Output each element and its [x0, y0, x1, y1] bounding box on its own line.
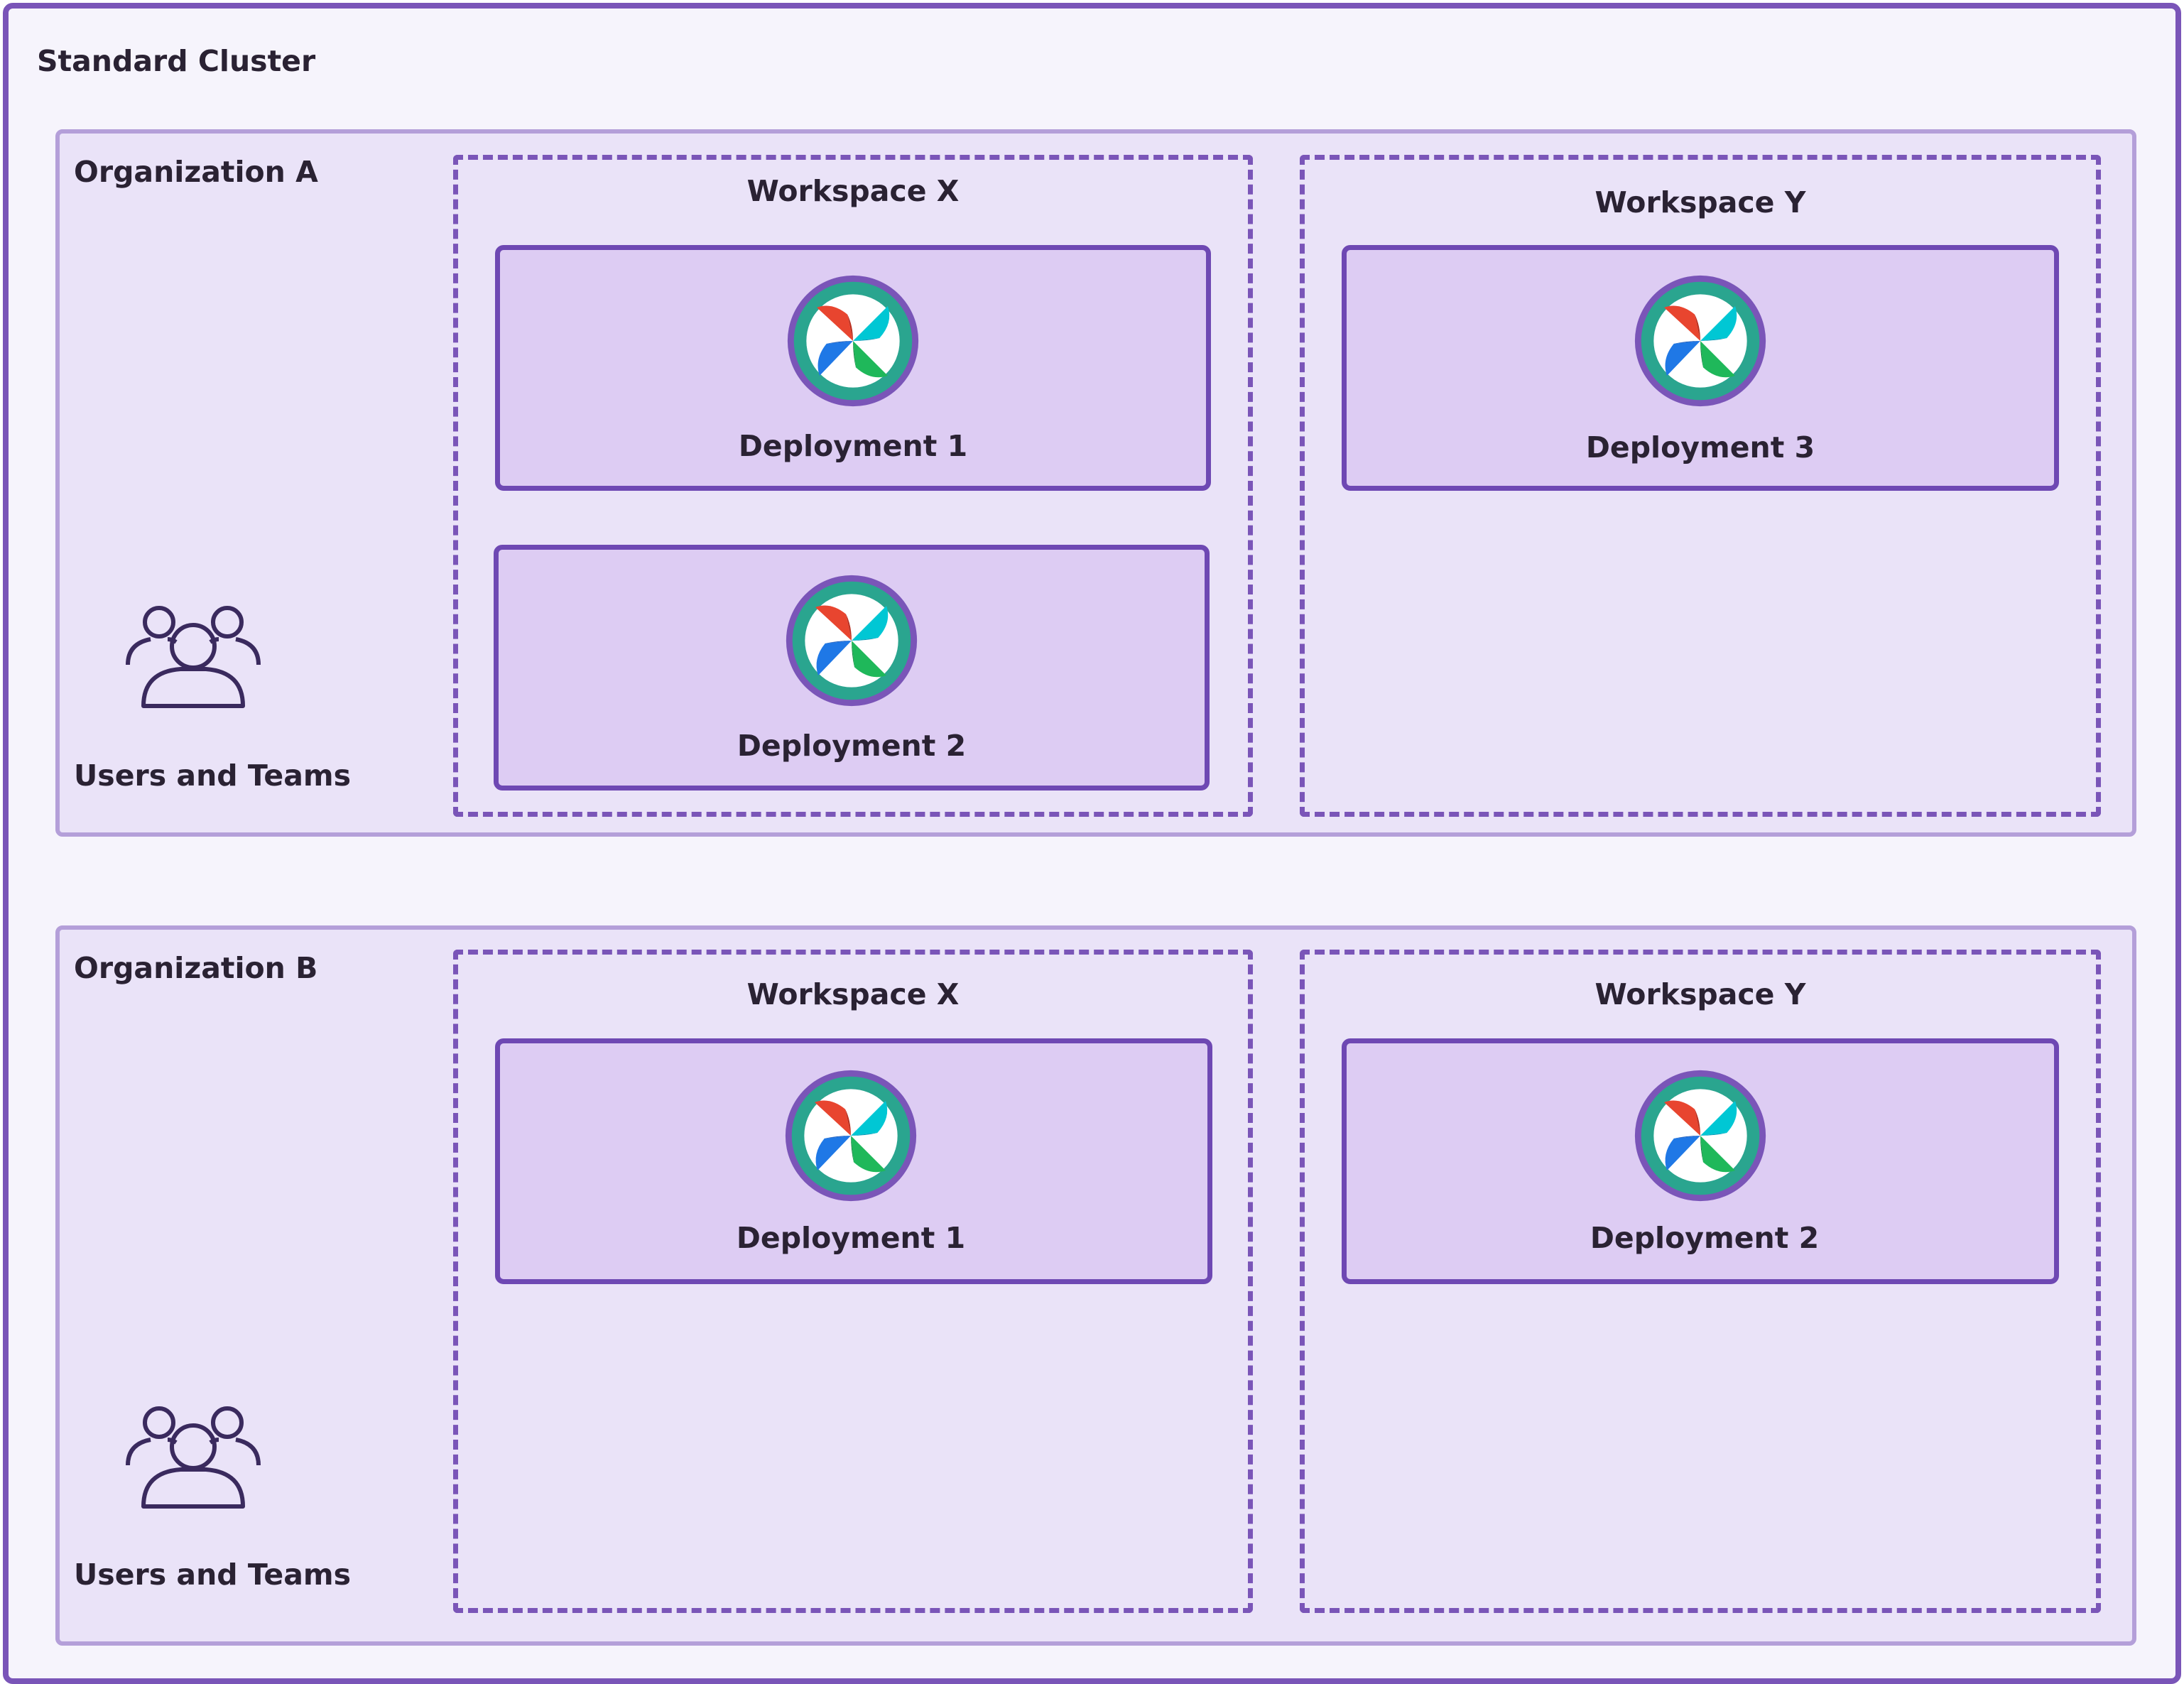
organization-b-container: Organization B Users and Teams Workspace… — [55, 925, 2136, 1646]
users-and-teams-label: Users and Teams — [74, 759, 352, 793]
airflow-pinwheel-icon — [1631, 1066, 1770, 1205]
organization-title: Organization A — [74, 155, 318, 189]
organization-a-container: Organization A Users and Teams Workspace… — [55, 129, 2136, 837]
workspace-y-container: Workspace Y Deployment 2 — [1300, 950, 2101, 1613]
deployment-box[interactable]: Deployment 2 — [494, 545, 1210, 791]
deployment-box[interactable]: Deployment 1 — [495, 245, 1211, 491]
deployment-box[interactable]: Deployment 1 — [495, 1038, 1212, 1284]
deployment-box[interactable]: Deployment 2 — [1342, 1038, 2059, 1284]
cluster-title: Standard Cluster — [37, 44, 316, 78]
deployment-label: Deployment 3 — [1585, 430, 1815, 465]
organization-title: Organization B — [74, 951, 318, 985]
users-and-teams-label: Users and Teams — [74, 1558, 352, 1592]
workspace-x-container: Workspace X Deployment 1 — [453, 950, 1253, 1613]
workspace-x-container: Workspace X Deployment 1 Deployment 2 — [453, 155, 1253, 817]
airflow-pinwheel-icon — [1631, 271, 1770, 411]
workspace-title: Workspace Y — [1594, 185, 1806, 219]
workspace-title: Workspace X — [746, 977, 960, 1011]
deployment-label: Deployment 1 — [736, 1221, 966, 1255]
airflow-pinwheel-icon — [783, 271, 923, 411]
users-group-icon — [122, 1403, 264, 1509]
standard-cluster-container: Standard Cluster Organization A Users an… — [3, 3, 2181, 1684]
deployment-label: Deployment 2 — [737, 729, 967, 763]
workspace-title: Workspace X — [746, 174, 960, 208]
users-group-icon — [122, 602, 264, 709]
deployment-box[interactable]: Deployment 3 — [1342, 245, 2059, 491]
airflow-pinwheel-icon — [781, 1066, 920, 1205]
deployment-label: Deployment 2 — [1590, 1221, 1820, 1255]
deployment-label: Deployment 1 — [738, 429, 968, 463]
workspace-y-container: Workspace Y Deployment 3 — [1300, 155, 2101, 817]
workspace-title: Workspace Y — [1594, 977, 1806, 1011]
airflow-pinwheel-icon — [782, 571, 921, 710]
